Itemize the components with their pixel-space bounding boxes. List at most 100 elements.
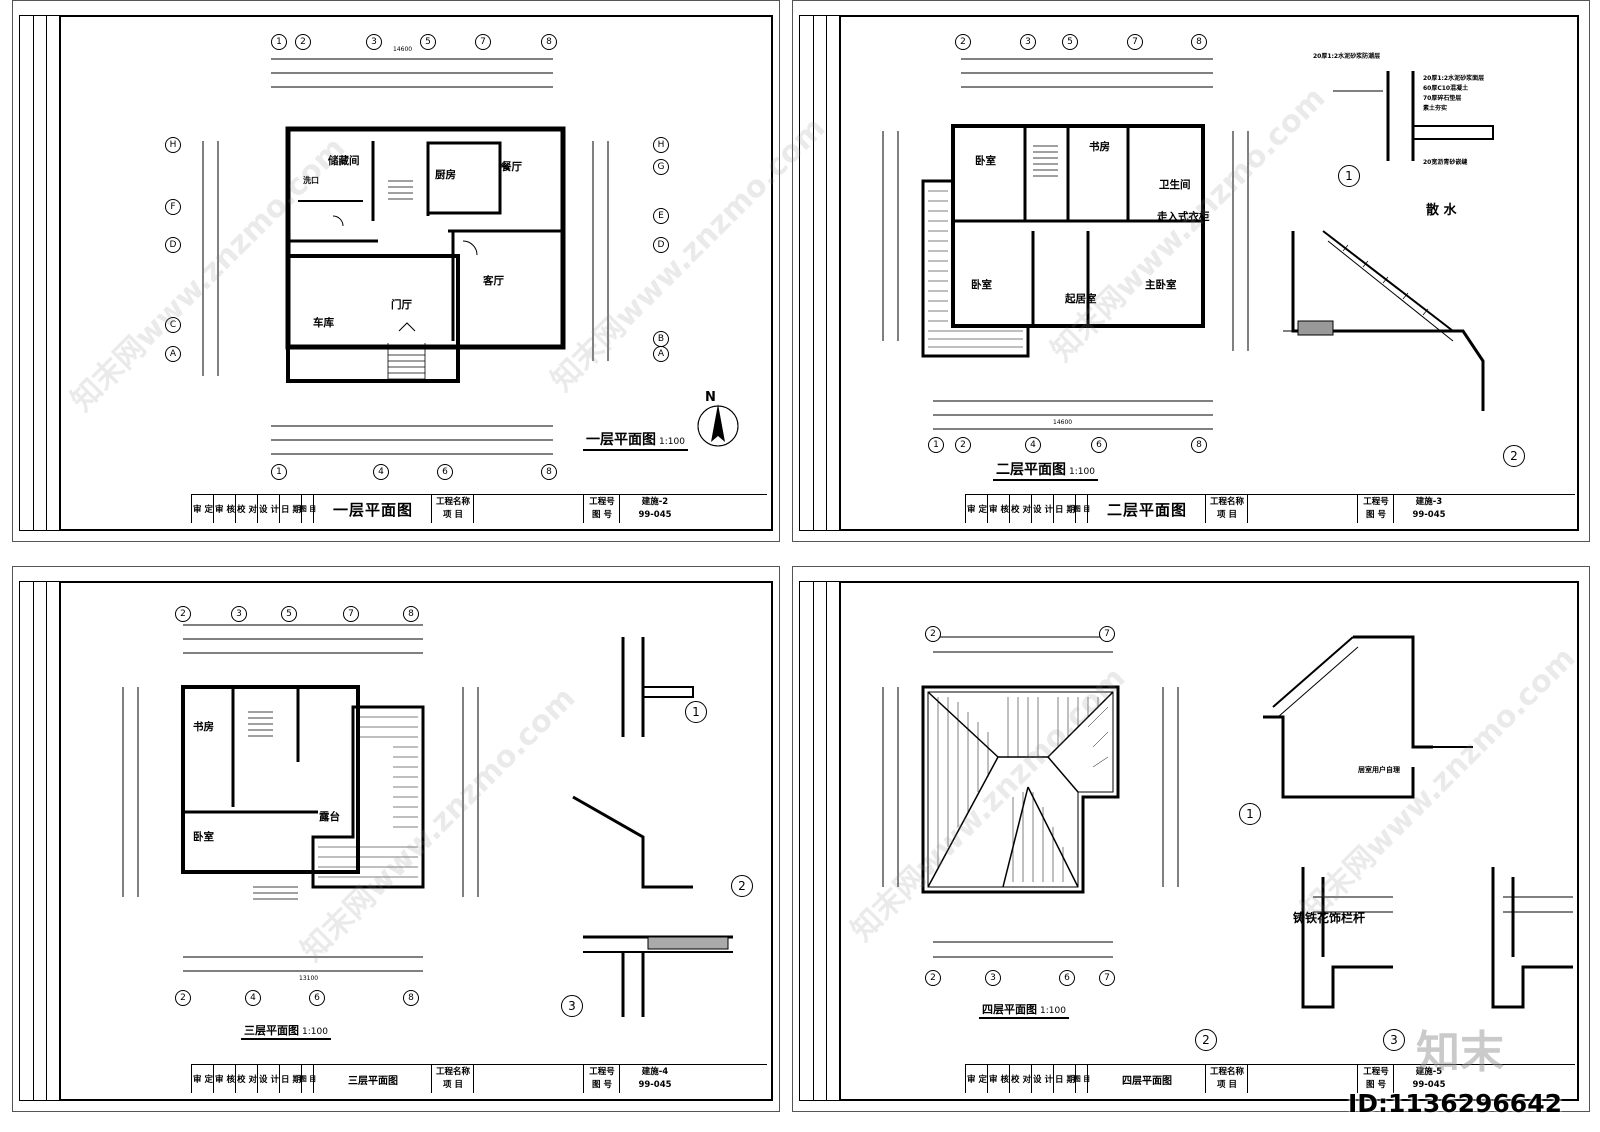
tb-design: 设 计 (257, 1065, 280, 1093)
floor-plan-drawing (882, 58, 1494, 430)
detail-title: 散 水 (1426, 203, 1457, 218)
axis-bottom-4: 4 (1025, 437, 1041, 453)
axis-top-3: 3 (231, 606, 247, 622)
tb-catalog: 图 目 (300, 495, 316, 523)
tb-catalog: 图 目 (1074, 1065, 1090, 1093)
drawing-frame (839, 581, 1579, 1101)
axis-bottom-6: 6 (437, 464, 453, 480)
axis-bottom-2: 2 (955, 437, 971, 453)
sidebar-revision (19, 581, 61, 1101)
detail-note-2: 20厚1:2水泥砂浆面层 (1423, 75, 1485, 82)
room-dining: 餐厅 (501, 161, 522, 173)
axis-H-r: H (653, 137, 669, 153)
axis-bottom-8: 8 (403, 990, 419, 1006)
axis-A: A (165, 346, 181, 362)
tb-review: 审 核 (987, 1065, 1010, 1093)
tb-date: 日 期 (279, 495, 302, 523)
detail-note-5: 素土夯实 (1423, 105, 1448, 112)
sidebar-revision (799, 581, 841, 1101)
tb-no-labels: 工程号图 号 (583, 495, 620, 523)
tb-approve: 审 定 (965, 1065, 988, 1093)
tb-sheet-title: 三层平面图 (313, 1065, 432, 1093)
sheet-floor-2: 2 3 5 7 8 1 2 4 6 8 14600 卧室 书房 卫生间 走入式衣… (792, 0, 1590, 542)
tb-review: 审 核 (987, 495, 1010, 523)
axis-bottom-6: 6 (1059, 970, 1075, 986)
sheet-floor-1: 1 2 3 5 7 8 14600 1 4 6 8 H F D C A H G … (12, 0, 780, 542)
axis-F: F (165, 199, 181, 215)
tb-review: 审 核 (213, 1065, 236, 1093)
title-block: 审 定 审 核 校 对 设 计 日 期 图 目 四层平面图 工程名称项 目 工程… (965, 1064, 1575, 1093)
overall-dim: 14600 (1053, 419, 1073, 426)
tb-sheet-title: 一层平面图 (313, 495, 432, 523)
axis-top-5: 5 (281, 606, 297, 622)
room-garage: 车库 (313, 317, 334, 329)
axis-bottom-4: 4 (245, 990, 261, 1006)
detail-note-6: 20宽沥青砂嵌缝 (1423, 159, 1468, 166)
tb-no-labels: 工程号图 号 (583, 1065, 620, 1093)
tb-project-labels: 工程名称项 目 (431, 495, 474, 523)
floor-plan-drawing (122, 624, 733, 1017)
axis-G-r: G (653, 159, 669, 175)
room-master: 主卧室 (1145, 279, 1177, 291)
axis-top-8: 8 (1191, 34, 1207, 50)
detail-1-marker: 1 (685, 701, 707, 723)
axis-top-8: 8 (541, 34, 557, 50)
tb-project-labels: 工程名称项 目 (431, 1065, 474, 1093)
axis-bottom-1: 1 (271, 464, 287, 480)
axis-E-r: E (653, 208, 669, 224)
axis-top-2: 2 (175, 606, 191, 622)
room-wash: 洗口 (303, 176, 319, 185)
room-bedroom-2: 卧室 (971, 279, 992, 291)
tb-catalog: 图 目 (300, 1065, 316, 1093)
room-bath: 卫生间 (1159, 179, 1191, 191)
drawing-frame (839, 15, 1579, 531)
axis-H: H (165, 137, 181, 153)
room-bedroom-1: 卧室 (975, 155, 996, 167)
axis-D: D (165, 237, 181, 253)
tb-project-labels: 工程名称项 目 (1205, 495, 1248, 523)
detail-3-marker: 3 (561, 995, 583, 1017)
axis-A-r: A (653, 346, 669, 362)
axis-D-r: D (653, 237, 669, 253)
title-block: 审 定 审 核 校 对 设 计 日 期 图 目 一层平面图 工程名称项 目 工程… (191, 494, 767, 523)
detail-note-railing: 铸铁花饰栏杆 (1293, 911, 1366, 925)
sidebar-revision (799, 15, 841, 531)
axis-C: C (165, 317, 181, 333)
tb-check: 校 对 (235, 1065, 258, 1093)
detail-note-attic: 居室用户自理 (1358, 766, 1400, 774)
tb-date: 日 期 (1053, 1065, 1076, 1093)
drawing-frame (59, 15, 773, 531)
room-living: 客厅 (483, 275, 504, 287)
north-label: N (705, 390, 716, 405)
axis-bottom-4: 4 (373, 464, 389, 480)
tb-design: 设 计 (257, 495, 280, 523)
tb-no-labels: 工程号图 号 (1357, 1065, 1394, 1093)
tb-review: 审 核 (213, 495, 236, 523)
detail-2-marker: 2 (1503, 445, 1525, 467)
tb-sheet-title: 二层平面图 (1087, 495, 1206, 523)
drawing-frame (59, 581, 773, 1101)
room-terrace: 露台 (319, 811, 340, 823)
axis-top-2: 2 (295, 34, 311, 50)
tb-catalog: 图 目 (1074, 495, 1090, 523)
axis-top-3: 3 (366, 34, 382, 50)
detail-1-marker: 1 (1239, 803, 1261, 825)
room-study: 书房 (1089, 141, 1110, 153)
room-walkin: 走入式衣柜 (1157, 211, 1210, 223)
axis-top-7: 7 (1127, 34, 1143, 50)
axis-top-2: 2 (925, 626, 941, 642)
tb-date: 日 期 (1053, 495, 1076, 523)
axis-bottom-1: 1 (928, 437, 944, 453)
detail-note-3: 60厚C10混凝土 (1423, 85, 1469, 92)
tb-blank (1247, 1065, 1358, 1093)
room-foyer: 门厅 (391, 299, 412, 311)
overall-dim: 14600 (393, 46, 413, 53)
axis-bottom-6: 6 (309, 990, 325, 1006)
tb-blank (1247, 495, 1358, 523)
